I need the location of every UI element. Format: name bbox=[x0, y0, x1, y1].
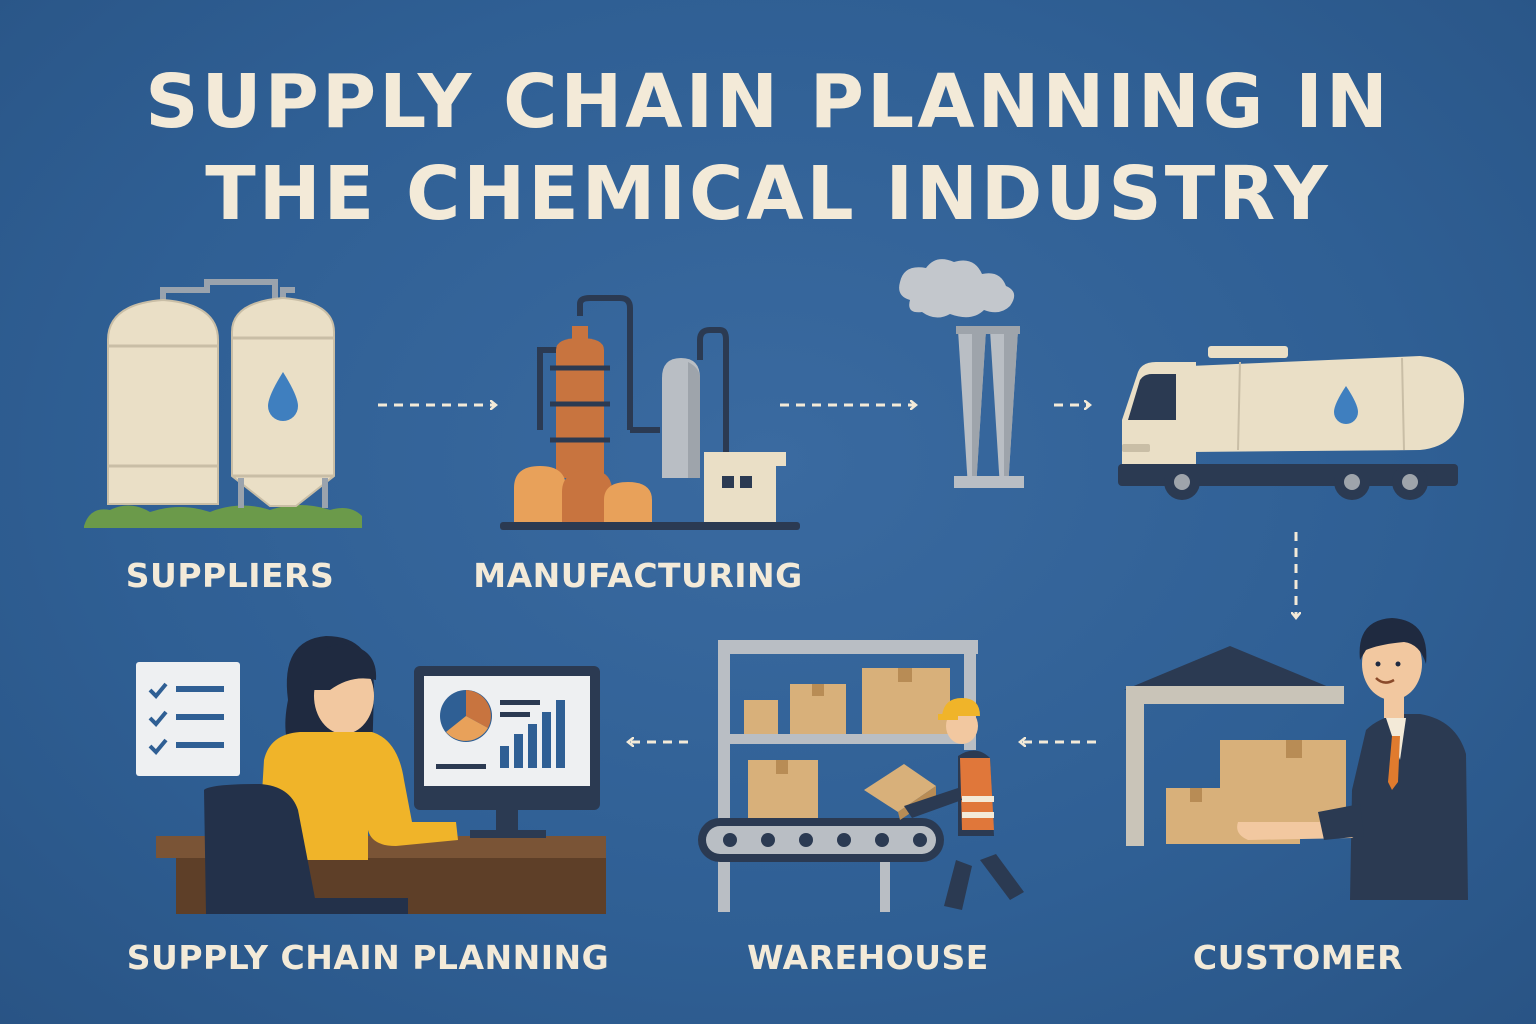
label-warehouse: WAREHOUSE bbox=[747, 938, 989, 977]
customer-receiving-icon bbox=[1124, 618, 1468, 900]
flow-arrows bbox=[378, 405, 1296, 742]
label-supply-chain-planning: SUPPLY CHAIN PLANNING bbox=[126, 938, 610, 977]
chemical-plant-icon bbox=[500, 295, 800, 530]
title-line-2: THE CHEMICAL INDUSTRY bbox=[205, 151, 1331, 237]
label-manufacturing: MANUFACTURING bbox=[473, 556, 803, 595]
planner-desk-icon bbox=[136, 636, 606, 914]
title-line-1: SUPPLY CHAIN PLANNING IN bbox=[145, 59, 1391, 145]
warehouse-shelving-icon bbox=[698, 640, 1024, 912]
label-customer: CUSTOMER bbox=[1192, 938, 1404, 977]
tanker-truck-icon bbox=[1118, 346, 1465, 500]
storage-tanks-icon bbox=[84, 279, 362, 528]
label-suppliers: SUPPLIERS bbox=[125, 556, 335, 595]
smokestacks-icon bbox=[899, 259, 1024, 488]
